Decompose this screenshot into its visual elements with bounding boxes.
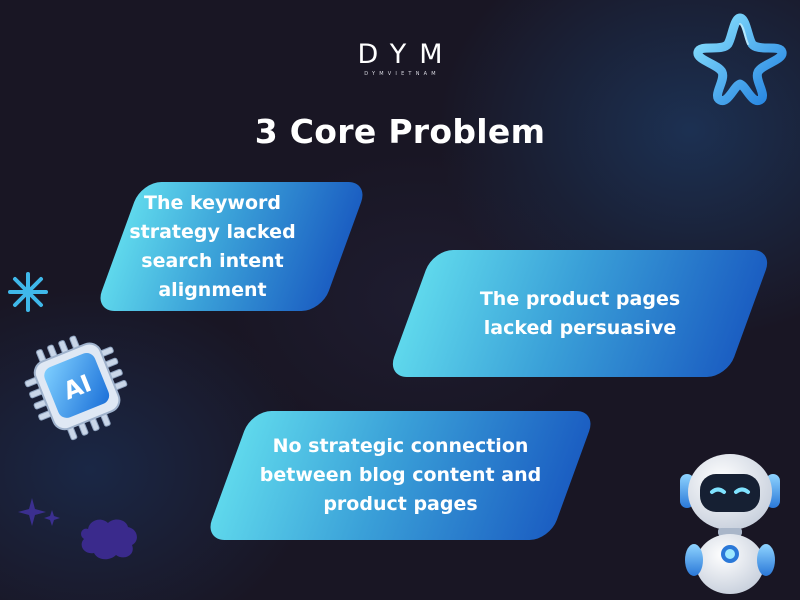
sparkle-small-icon (18, 498, 60, 526)
problem-card-text: The keyword strategy lacked search inten… (129, 191, 296, 301)
problem-card-text: The product pages lacked persuasive (479, 287, 681, 339)
ai-chip-icon: AI (24, 335, 128, 441)
problem-card-keyword-strategy: The keyword strategy lacked search inten… (94, 182, 369, 311)
star-outline-icon (693, 13, 787, 105)
problem-card-product-pages: The product pages lacked persuasive (386, 250, 774, 377)
page-title: 3 Core Problem (254, 112, 546, 151)
brand-logo: DYM DYMVIETNAM (300, 38, 500, 77)
sparkle-burst-icon (8, 272, 48, 312)
logo-wordmark: DYM (357, 39, 456, 70)
logo-subtitle: DYMVIETNAM (364, 71, 440, 77)
cloud-blob-icon (81, 519, 137, 560)
problem-card-text: No strategic connection between blog con… (259, 435, 542, 515)
robot-mascot-icon (680, 454, 780, 594)
problem-card-blog-connection: No strategic connection between blog con… (204, 411, 597, 540)
